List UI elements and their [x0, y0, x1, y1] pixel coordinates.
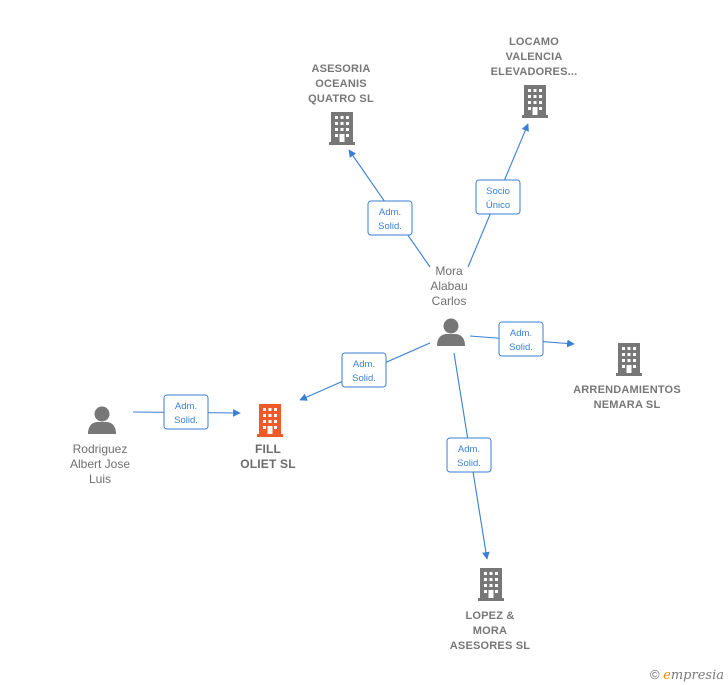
building-icon [257, 404, 283, 437]
edge-label-line: Solid. [352, 373, 376, 384]
edge-label-mora-fill[interactable]: Adm. Solid. [341, 352, 387, 388]
node-asesoria[interactable]: ASESORIA OCEANIS QUATRO SL [308, 63, 374, 145]
node-label: ASESORIA [311, 63, 370, 75]
node-label: Rodriguez [73, 442, 128, 456]
edge-label-line: Solid. [509, 342, 533, 353]
node-label: Albert Jose [70, 457, 130, 471]
edge-label-line: Solid. [378, 221, 402, 232]
node-label: VALENCIA [505, 51, 562, 63]
node-label: Alabau [430, 279, 467, 293]
node-label: QUATRO SL [308, 93, 374, 105]
node-label: MORA [473, 625, 507, 637]
person-icon [437, 318, 465, 346]
edge-label-mora-locamo[interactable]: Socio Único [475, 179, 521, 215]
edge-label-line: Socio [486, 186, 510, 197]
edge-label-line: Solid. [174, 415, 198, 426]
edge-label-line: Adm. [510, 328, 532, 339]
node-label: OLIET SL [240, 457, 296, 471]
edge-label-line: Adm. [379, 207, 401, 218]
copyright-icon: © [649, 667, 660, 682]
edge-label-mora-lopez[interactable]: Adm. Solid. [446, 437, 492, 473]
node-label: OCEANIS [315, 78, 367, 90]
edge-label-line: Único [486, 200, 510, 211]
node-locamo[interactable]: LOCAMO VALENCIA ELEVADORES... [491, 36, 578, 118]
edge-label-mora-asesoria[interactable]: Adm. Solid. [367, 200, 413, 236]
node-mora[interactable]: Mora Alabau Carlos [430, 264, 468, 346]
building-icon [616, 343, 642, 376]
node-label: LOCAMO [509, 36, 559, 48]
edge-label-line: Solid. [457, 458, 481, 469]
building-icon [329, 112, 355, 145]
edge-label-line: Adm. [458, 444, 480, 455]
node-label: LOPEZ & [465, 610, 514, 622]
node-label: ELEVADORES... [491, 66, 578, 78]
node-label: Carlos [432, 294, 467, 308]
edge-label-rodriguez-fill[interactable]: Adm. Solid. [163, 394, 209, 430]
node-lopez[interactable]: LOPEZ & MORA ASESORES SL [450, 568, 531, 652]
brand-name: mpresia [670, 668, 724, 683]
node-label: Mora [435, 264, 463, 278]
building-icon [478, 568, 504, 601]
footer-credit[interactable]: © empresia [650, 667, 724, 683]
node-fill[interactable]: FILL OLIET SL [240, 404, 296, 471]
node-label: ASESORES SL [450, 640, 531, 652]
building-icon [522, 85, 548, 118]
node-label: FILL [255, 442, 281, 456]
node-label: Luis [89, 472, 111, 486]
node-rodriguez[interactable]: Rodriguez Albert Jose Luis [70, 406, 130, 487]
brand-initial: e [663, 668, 671, 683]
person-icon [88, 406, 116, 434]
edge-label-line: Adm. [353, 359, 375, 370]
node-label: NEMARA SL [594, 399, 661, 411]
edge-label-line: Adm. [175, 401, 197, 412]
node-label: ARRENDAMIENTOS [573, 384, 681, 396]
edge-label-mora-arrend[interactable]: Adm. Solid. [498, 321, 544, 357]
node-arrend[interactable]: ARRENDAMIENTOS NEMARA SL [573, 343, 681, 411]
